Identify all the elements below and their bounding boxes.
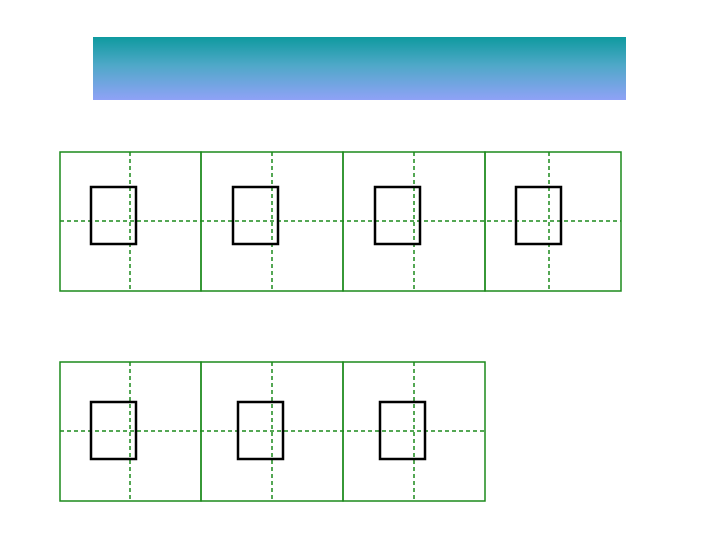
character-box — [236, 400, 285, 461]
character-box — [89, 400, 138, 461]
character-box — [89, 185, 138, 246]
character-box — [373, 185, 422, 246]
character-box — [378, 400, 427, 461]
writing-cell — [484, 151, 622, 292]
writing-cell — [342, 361, 486, 502]
character-box — [514, 185, 563, 246]
character-box — [231, 185, 280, 246]
title-banner — [93, 37, 626, 100]
